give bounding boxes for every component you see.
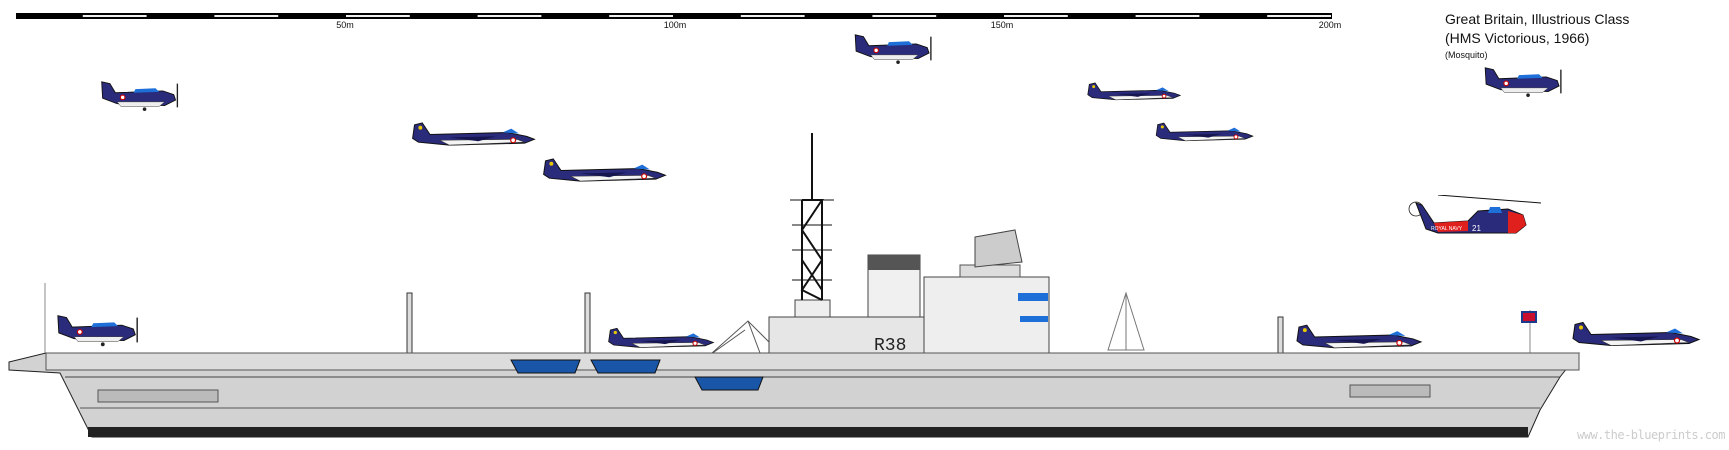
scale-bar-segment	[1004, 15, 1068, 17]
scale-bar-segment	[477, 15, 542, 17]
buccaneer-aircraft	[543, 158, 666, 182]
scale-bar-track	[16, 13, 1332, 19]
island-superstructure: R38	[768, 133, 1050, 356]
scale-bar-segment	[872, 15, 937, 17]
scale-bar-segment	[346, 15, 410, 17]
union-jack-flag	[1521, 311, 1537, 323]
watermark: www.the-blueprints.com	[1577, 428, 1725, 442]
scale-bar-segment	[1135, 15, 1200, 17]
scale-bar-segment	[609, 15, 673, 17]
ships-boat	[590, 359, 661, 374]
title-line-2: (HMS Victorious, 1966)	[1445, 30, 1590, 46]
ships-boat	[510, 359, 581, 374]
sea-vixen-aircraft-on-deck	[608, 327, 714, 348]
scale-bar: 50m 100m 150m 200m	[16, 13, 1341, 30]
gannet-aircraft	[1484, 67, 1562, 97]
bridge-windows	[1018, 293, 1048, 301]
radar-frame	[1107, 291, 1145, 351]
buccaneer-aircraft-on-deck	[1296, 324, 1422, 349]
scale-bar-segment	[82, 15, 147, 17]
pennant-number: R38	[874, 336, 906, 356]
scale-label-100m: 100m	[664, 20, 687, 30]
wessex-helicopter: ROYAL NAVY 21	[1408, 195, 1542, 234]
flight-deck	[45, 352, 1580, 371]
gannet-aircraft-on-deck	[57, 314, 138, 347]
boot-topping	[88, 427, 1528, 437]
scale-bar-segment	[214, 15, 279, 17]
scale-label-150m: 150m	[991, 20, 1014, 30]
gannet-aircraft	[100, 81, 179, 111]
buccaneer-aircraft	[412, 122, 535, 146]
title-line-1: Great Britain, Illustrious Class	[1445, 11, 1630, 27]
main-lattice-mast	[790, 133, 834, 301]
buccaneer-aircraft	[1572, 321, 1700, 347]
scale-label-200m: 200m	[1319, 20, 1342, 30]
helicopter-marking: ROYAL NAVY	[1431, 226, 1463, 232]
funnel-cap	[868, 255, 920, 270]
type-984-radar	[974, 229, 1023, 268]
scale-label-50m: 50m	[336, 20, 354, 30]
ships-boat	[694, 376, 764, 391]
sea-vixen-aircraft	[1087, 82, 1181, 101]
gannet-aircraft	[854, 34, 932, 64]
scale-bar-segment	[740, 15, 805, 17]
scale-bar-segment	[1267, 15, 1331, 17]
author-credit: (Mosquito)	[1445, 50, 1488, 60]
helicopter-number: 21	[1472, 224, 1481, 233]
aircraft-carrier: R38	[8, 133, 1581, 438]
sea-vixen-aircraft	[1155, 122, 1254, 142]
